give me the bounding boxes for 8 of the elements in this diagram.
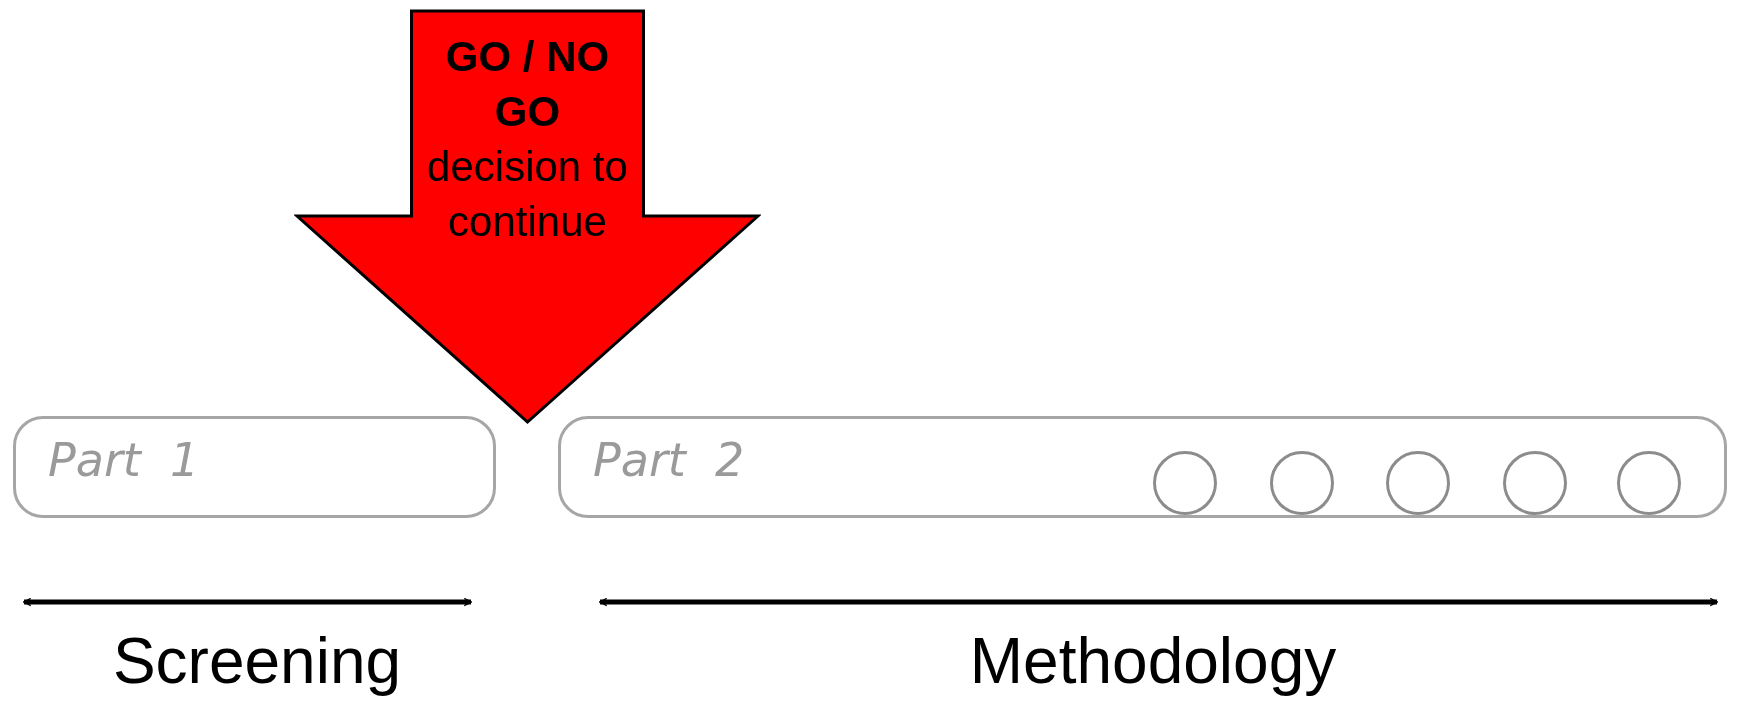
- part-box: [13, 416, 496, 518]
- phase-label: Screening: [112, 624, 402, 698]
- decision-text: decision to continue: [426, 142, 629, 247]
- part-box: [558, 416, 1727, 518]
- part-label: Part 1: [48, 433, 200, 487]
- phase-label: Methodology: [969, 624, 1337, 698]
- part-label: Part 2: [593, 433, 745, 487]
- decision-arrow: [294, 9, 761, 425]
